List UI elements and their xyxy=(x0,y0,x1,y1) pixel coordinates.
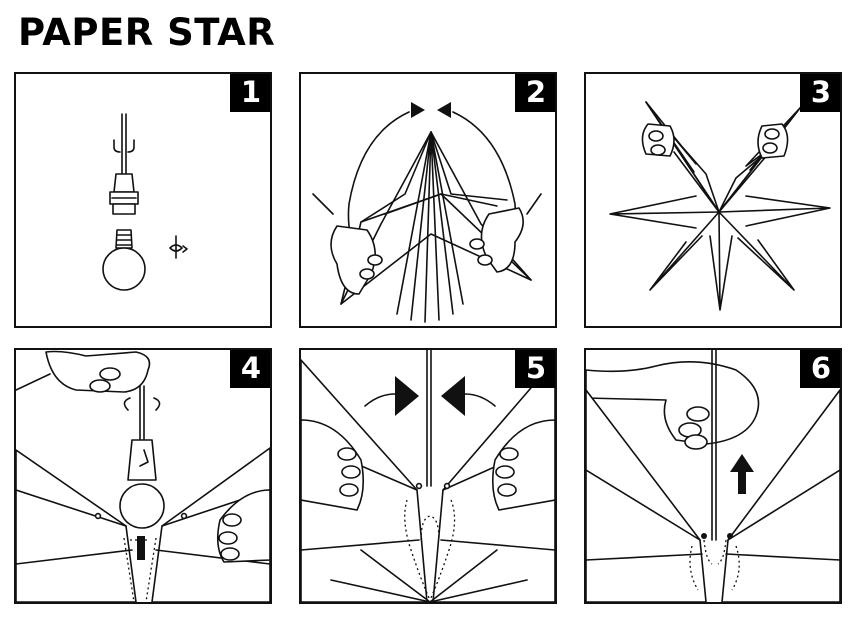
pull-cord-illustration xyxy=(586,350,840,602)
step-number-badge: 1 xyxy=(230,74,270,112)
step-1-panel: 1 xyxy=(14,72,272,328)
step-number-badge: 3 xyxy=(800,74,840,112)
step-number-badge: 5 xyxy=(515,350,555,388)
step-number-badge: 6 xyxy=(800,350,840,388)
step-6-panel: 6 xyxy=(584,348,842,604)
step-5-panel: 5 xyxy=(299,348,557,604)
step-4-panel: 4 xyxy=(14,348,272,604)
page-title: PAPER STAR xyxy=(18,11,276,54)
bulb-socket-illustration xyxy=(102,113,188,291)
folded-star-illustration xyxy=(312,102,542,323)
step-number-badge: 4 xyxy=(230,350,270,388)
step-3-panel: 3 xyxy=(584,72,842,328)
step-2-panel: 2 xyxy=(299,72,557,328)
pinch-star-illustration xyxy=(301,350,555,602)
open-star-illustration xyxy=(609,101,831,311)
step-number-badge: 2 xyxy=(515,74,555,112)
insert-bulb-illustration xyxy=(16,350,270,602)
